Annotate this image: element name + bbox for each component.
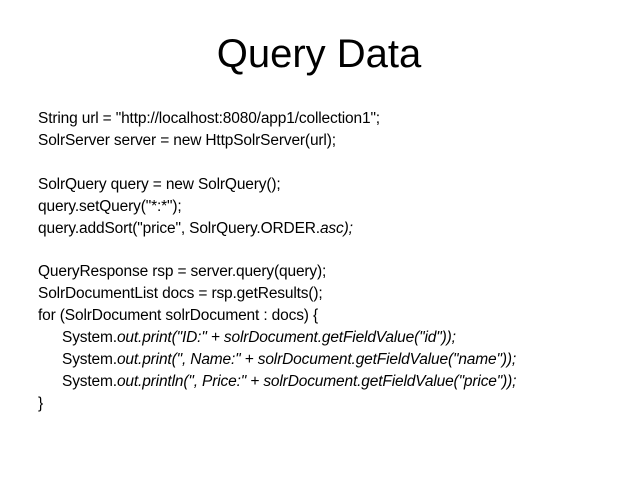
code-line: String url = "http://localhost:8080/app1… [38,108,628,130]
code-segment: out.print(", Name:" + solrDocument.getFi… [116,350,517,368]
code-block: String url = "http://localhost:8080/app1… [38,108,628,415]
code-segment: System. [62,372,117,390]
code-line: System.out.print(", Name:" + solrDocumen… [38,349,628,371]
code-line: } [38,393,628,415]
code-line: query.addSort("price", SolrQuery.ORDER.a… [38,218,628,240]
code-line [38,239,628,261]
code-segment: query.setQuery("*:*"); [38,197,182,215]
code-segment: SolrQuery query = new SolrQuery(); [38,175,281,193]
code-segment: query.addSort("price", SolrQuery.ORDER. [38,219,320,237]
code-segment: SolrServer server = new HttpSolrServer(u… [38,131,336,149]
code-line [38,152,628,174]
code-line: System.out.println(", Price:" + solrDocu… [38,371,628,393]
code-line: for (SolrDocument solrDocument : docs) { [38,305,628,327]
code-segment: System. [62,329,117,347]
code-segment: System. [62,350,117,368]
code-segment: } [38,394,44,412]
code-line: query.setQuery("*:*"); [38,196,628,218]
code-segment: QueryResponse rsp = server.query(query); [38,263,327,281]
code-line: System.out.print("ID:" + solrDocument.ge… [38,327,628,349]
code-line: QueryResponse rsp = server.query(query); [38,261,628,283]
code-line: SolrServer server = new HttpSolrServer(u… [38,130,628,152]
code-segment: String url = "http://localhost:8080/app1… [38,110,380,127]
slide-title: Query Data [216,32,422,76]
code-line: SolrDocumentList docs = rsp.getResults()… [38,283,628,305]
code-segment: out.println(", Price:" + solrDocument.ge… [116,372,517,390]
code-segment: for (SolrDocument solrDocument : docs) { [38,307,318,325]
code-segment: asc); [319,219,353,237]
code-segment: out.print("ID:" + solrDocument.getFieldV… [116,329,456,347]
code-line: SolrQuery query = new SolrQuery(); [38,174,628,196]
code-segment: SolrDocumentList docs = rsp.getResults()… [38,285,323,303]
